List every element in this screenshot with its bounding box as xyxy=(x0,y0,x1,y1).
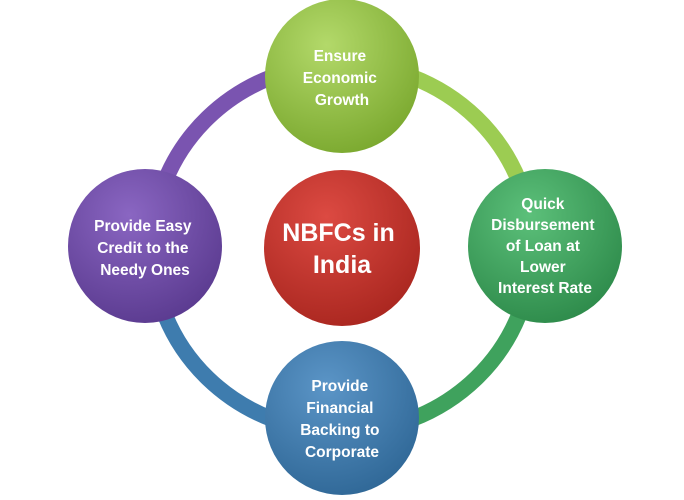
node-bottom-circle xyxy=(265,341,419,495)
node-right-label-line: Disbursement xyxy=(491,217,594,234)
node-bottom-label-line: Provide xyxy=(311,378,368,395)
node-top-label-line: Growth xyxy=(315,92,369,109)
node-right-label-line: Interest Rate xyxy=(498,280,592,297)
node-left-circle xyxy=(68,169,222,323)
node-top-label: Ensure Economic Growth xyxy=(303,48,381,109)
node-top-circle xyxy=(265,0,419,153)
node-right-label-line: Quick xyxy=(521,196,564,213)
node-right-label: Quick Disbursement of Loan at Lower Inte… xyxy=(491,196,599,297)
node-left-label-line: Credit to the xyxy=(97,240,189,257)
node-right-circle xyxy=(468,169,622,323)
node-right-label-line: Lower xyxy=(520,259,566,276)
node-bottom-label-line: Corporate xyxy=(305,444,379,461)
center-circle xyxy=(264,170,420,326)
node-right-label-line: of Loan at xyxy=(506,238,580,255)
node-left-label-line: Provide Easy xyxy=(94,218,192,235)
node-top-label-line: Ensure xyxy=(314,48,367,65)
node-left-label: Provide Easy Credit to the Needy Ones xyxy=(94,218,196,279)
node-top-label-line: Economic xyxy=(303,70,377,87)
node-bottom-label-line: Backing to xyxy=(300,422,379,439)
center-label-line: NBFCs in xyxy=(282,219,395,247)
node-left-label-line: Needy Ones xyxy=(100,262,190,279)
node-bottom-label: Provide Financial Backing to Corporate xyxy=(300,378,384,461)
center-label: NBFCs in India xyxy=(282,219,401,279)
node-bottom-label-line: Financial xyxy=(306,400,373,417)
center-label-line: India xyxy=(313,251,372,279)
